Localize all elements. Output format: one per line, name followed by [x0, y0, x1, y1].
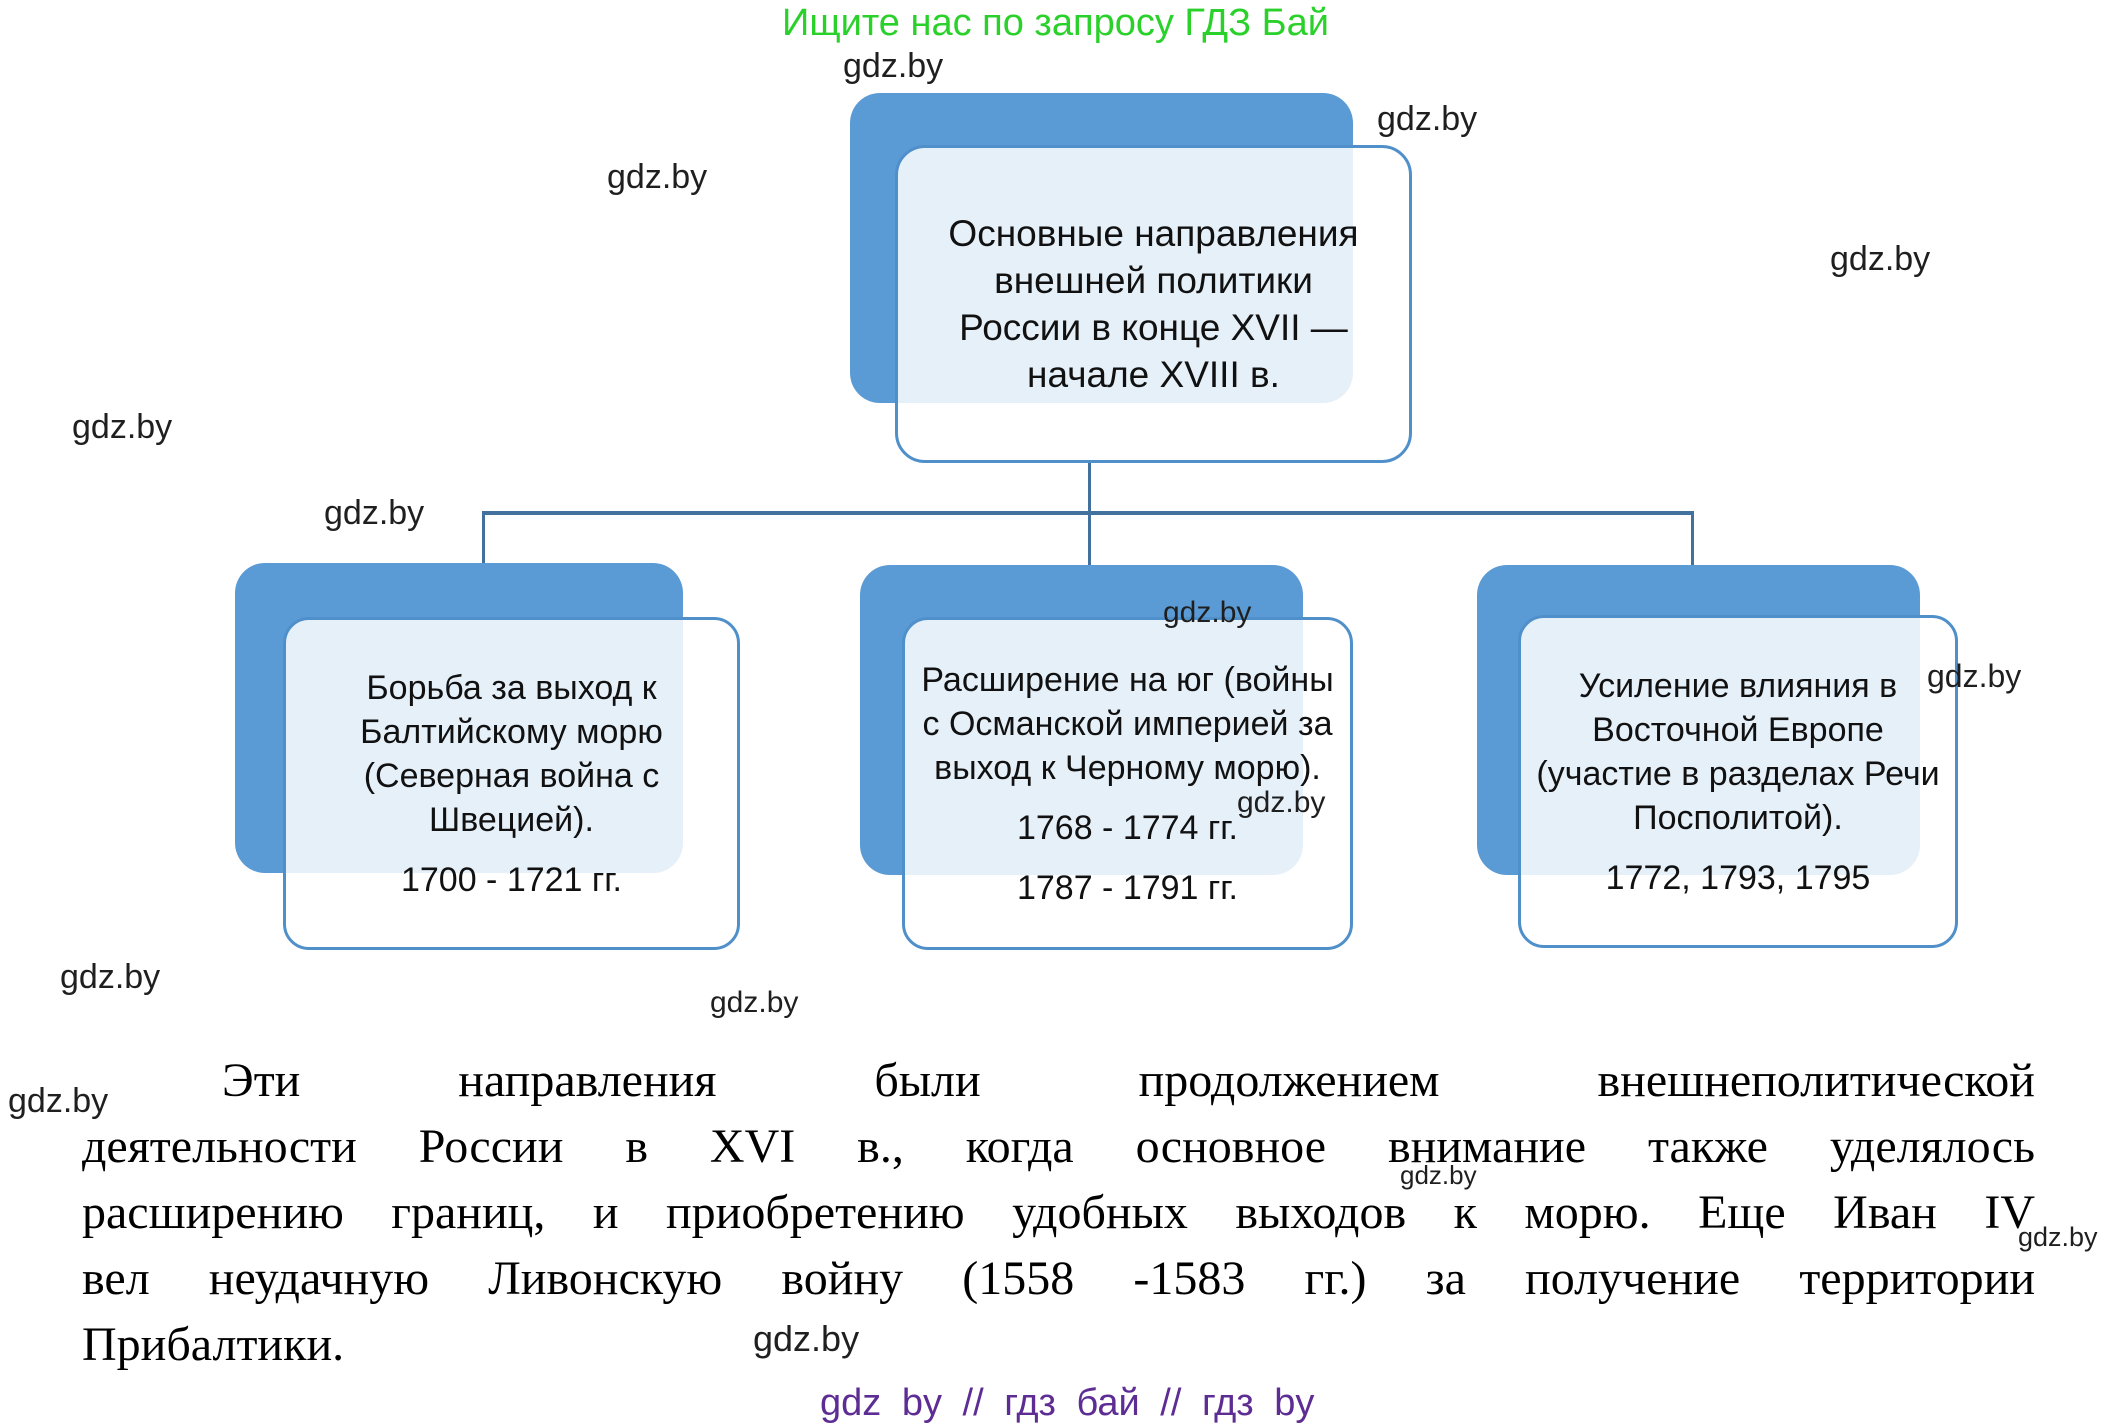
child-box-baltic-dates: 1700 - 1721 гг.	[401, 842, 622, 902]
root-box-text-line: России в конце XVII —	[959, 307, 1348, 348]
child-box-south-dates: 1768 - 1774 гг. 1787 - 1791 гг.	[1017, 790, 1238, 910]
box-text-line: с Османской империей за	[922, 704, 1333, 743]
paragraph-line: Эти направления были продолжением внешне…	[222, 1054, 2035, 1107]
box-text-line: Швецией).	[429, 800, 594, 839]
root-box-text-line: внешней политики	[994, 260, 1313, 301]
watermark-gdz-by: gdz.by	[2018, 1222, 2098, 1252]
box-text-line: Борьба за выход к	[366, 668, 657, 707]
box-text-line: Балтийскому морю	[360, 712, 663, 751]
root-box-text-line: начале XVIII в.	[1027, 354, 1280, 395]
connector-right-vertical	[1691, 511, 1694, 567]
watermark-gdz-by: gdz.by	[1237, 786, 1326, 819]
watermark-gdz-by: gdz.by	[1377, 100, 1478, 138]
watermark-gdz-by: gdz.by	[843, 47, 944, 85]
child-box-baltic: Борьба за выход к Балтийскому морю (Северн…	[283, 617, 740, 950]
watermark-gdz-by: gdz.by	[1927, 658, 2022, 694]
connector-left-vertical	[482, 511, 485, 565]
watermark-gdz-by: gdz.by	[72, 408, 173, 446]
child-box-east-europe-text: Усиление влияния в Восточной Европе (участ…	[1536, 664, 1939, 840]
root-box-text-line: Основные направления	[948, 213, 1359, 254]
child-box-south: Расширение на юг (войны с Османской импер…	[902, 617, 1353, 950]
child-box-east-europe: Усиление влияния в Восточной Европе (участ…	[1518, 615, 1958, 948]
box-text-line: (участие в разделах Речи	[1536, 754, 1940, 793]
watermark-gdz-by: gdz.by	[1400, 1160, 1477, 1190]
box-date-line: 1768 - 1774 гг.	[1016, 808, 1239, 847]
box-text-line: выход к Черному морю).	[934, 748, 1321, 787]
box-text-line: (Северная война с	[363, 756, 660, 795]
child-box-east-europe-dates: 1772, 1793, 1795	[1606, 840, 1871, 900]
box-text-line: Восточной Европе	[1592, 710, 1884, 749]
paragraph-line: вел неудачную Ливонскую войну (1558 -158…	[82, 1252, 2035, 1305]
box-date-line: 1787 - 1791 гг.	[1016, 868, 1239, 907]
watermark-gdz-by: gdz.by	[753, 1318, 860, 1359]
connector-root-vertical	[1088, 463, 1091, 515]
box-text-line: Посполитой).	[1633, 798, 1843, 837]
watermark-gdz-by: gdz.by	[1163, 596, 1252, 629]
promo-banner: Ищите нас по запросу ГДЗ Бай	[782, 2, 1329, 44]
box-text-line: Усиление влияния в	[1578, 666, 1898, 705]
paragraph-line: Прибалтики.	[82, 1318, 345, 1371]
watermark-gdz-by: gdz.by	[60, 958, 161, 996]
watermark-gdz-by: gdz.by	[1830, 240, 1931, 278]
body-paragraph: Эти направления были продолжением внешне…	[82, 1048, 2035, 1378]
footer-search-terms: gdz by // гдз бай // гдз by	[820, 1382, 1315, 1424]
watermark-gdz-by: gdz.by	[8, 1082, 109, 1120]
paragraph-line: деятельности России в XVI в., когда осно…	[82, 1120, 2035, 1173]
paragraph-line: расширению границ, и приобретению удобны…	[82, 1186, 2035, 1239]
watermark-gdz-by: gdz.by	[607, 158, 708, 196]
box-date-line: 1772, 1793, 1795	[1605, 858, 1871, 897]
child-box-south-text: Расширение на юг (войны с Османской импер…	[921, 658, 1333, 790]
watermark-gdz-by: gdz.by	[324, 494, 425, 532]
watermark-gdz-by: gdz.by	[710, 986, 799, 1019]
box-text-line: Расширение на юг (войны	[921, 660, 1334, 699]
child-box-baltic-text: Борьба за выход к Балтийскому морю (Северн…	[360, 666, 663, 842]
connector-middle-vertical	[1088, 511, 1091, 567]
box-date-line: 1700 - 1721 гг.	[400, 860, 623, 899]
